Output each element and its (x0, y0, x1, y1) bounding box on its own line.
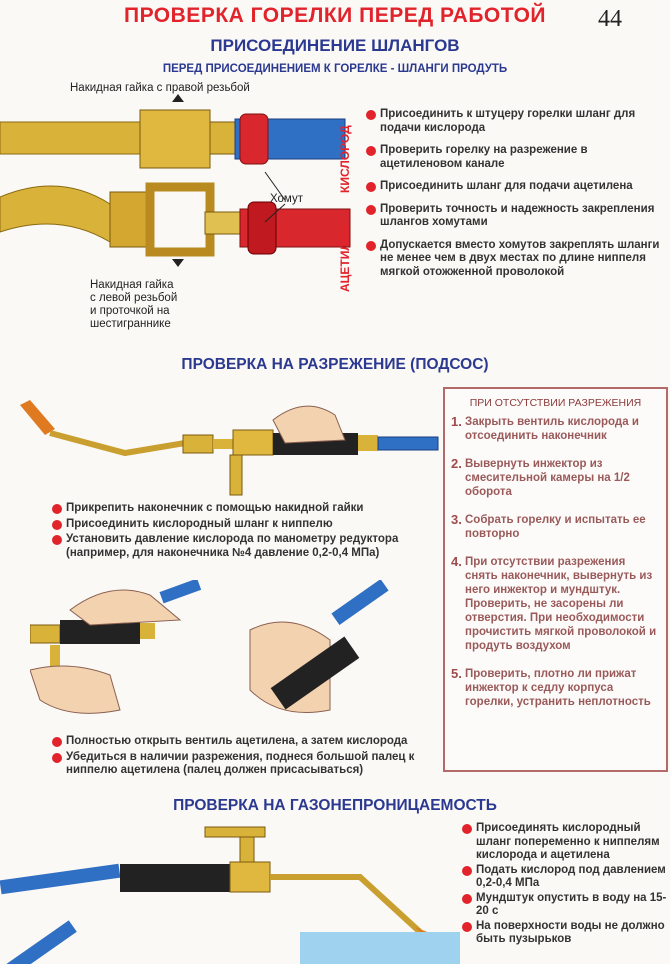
step-number: 5. (451, 666, 462, 681)
bullet-text: Мундштук опустить в воду на 15-20 с (476, 891, 667, 918)
bullet-item: Допускается вместо хомутов закреплять шл… (366, 239, 668, 280)
bullet-item: Присоединить кислородный шланг к ниппелю (52, 518, 442, 532)
bullet-item: Мундштук опустить в воду на 15-20 с (462, 892, 670, 919)
bullet-text: Полностью открыть вентиль ацетилена, а з… (66, 735, 408, 747)
box-step: 4.При отсутствии разрежения снять наконе… (451, 555, 660, 653)
bullet-icon (366, 146, 376, 156)
bullet-icon (52, 737, 62, 747)
bullet-item: Присоединить шланг для подачи ацетилена (366, 180, 668, 194)
page-title: ПРОВЕРКА ГОРЕЛКИ ПЕРЕД РАБОТОЙ (123, 4, 546, 27)
left-thread-nut (145, 182, 215, 257)
label-acetylene: АЦЕТИЛЕН (338, 225, 352, 292)
box-step: 5.Проверить, плотно ли прижат инжектор к… (451, 667, 660, 709)
right-thread-nut (139, 109, 211, 169)
step-text: Закрыть вентиль кислорода и отсоединить … (465, 416, 639, 442)
bullet-text: Проверить горелку на разрежение в ацетил… (380, 144, 588, 170)
bullet-item: Присоединять кислородный шланг поперемен… (462, 822, 670, 863)
bullet-icon (462, 865, 472, 876)
bullet-icon (366, 240, 376, 251)
bullet-item: Присоединить к штуцеру горелки шланг для… (366, 108, 668, 135)
label-line: и проточкой на (90, 305, 170, 317)
box-step: 1.Закрыть вентиль кислорода и отсоединит… (451, 415, 660, 443)
bullet-text: Установить давление кислорода по маномет… (66, 533, 399, 559)
box-step: 3.Собрать горелку и испытать ее повторно (451, 513, 660, 541)
hose (0, 863, 121, 895)
section1-bullets: Присоединить к штуцеру горелки шланг для… (366, 108, 668, 288)
section2-bullets-b: Полностью открыть вентиль ацетилена, а з… (52, 735, 442, 780)
bullet-icon (52, 535, 62, 545)
step-number: 2. (451, 456, 462, 471)
bullet-icon (462, 893, 472, 904)
torch-tube-lower (0, 185, 111, 243)
bullet-text: Проверить точность и надежность закрепле… (380, 202, 655, 229)
bullet-icon (366, 110, 376, 120)
bullet-item: Подать кислород под давлением 0,2-0,4 МП… (462, 864, 670, 891)
bullet-item: На поверхности воды не должно быть пузыр… (462, 920, 670, 947)
bullet-item: Прикрепить наконечник с помощью накидной… (52, 502, 442, 516)
no-vacuum-box: ПРИ ОТСУТСТВИИ РАЗРЕЖЕНИЯ 1.Закрыть вент… (443, 387, 668, 772)
bullet-item: Полностью открыть вентиль ацетилена, а з… (52, 735, 442, 749)
page-number: 44 (598, 6, 622, 32)
bullet-text: Присоединить шланг для подачи ацетилена (380, 180, 633, 192)
bullet-text: Подать кислород под давлением 0,2-0,4 МП… (476, 863, 666, 890)
label-oxygen: КИСЛОРОД (338, 125, 352, 193)
hand (69, 589, 182, 626)
label-left-nut: Накидная гайка с левой резьбой и проточк… (90, 279, 177, 331)
label-clamp: Хомут (270, 193, 303, 205)
bullet-icon (462, 921, 472, 932)
bullet-icon (366, 182, 376, 192)
oxygen-hose (377, 436, 439, 451)
bullet-icon (366, 204, 376, 215)
bullet-icon (52, 504, 62, 514)
section2-title: ПРОВЕРКА НА РАЗРЕЖЕНИЕ (ПОДСОС) (181, 356, 489, 373)
section1-title: ПРИСОЕДИНЕНИЕ ШЛАНГОВ (210, 36, 460, 55)
water (300, 932, 460, 964)
step-number: 4. (451, 554, 462, 569)
step-text: Вывернуть инжектор из смесительной камер… (465, 458, 630, 498)
bullet-text: Убедиться в наличии разрежения, поднеся … (66, 750, 415, 777)
clamp-lower (247, 201, 277, 255)
section3-title: ПРОВЕРКА НА ГАЗОНЕПРОНИЦАЕМОСТЬ (173, 797, 497, 814)
step-number: 1. (451, 414, 462, 429)
clamp-upper (239, 113, 269, 165)
bullet-text: Присоединить к штуцеру горелки шланг для… (380, 108, 636, 134)
bullet-item: Убедиться в наличии разрежения, поднеся … (52, 751, 442, 778)
torch-vacuum-illustration (20, 400, 439, 496)
label-right-nut: Накидная гайка с правой резьбой (70, 82, 250, 94)
bullet-text: Допускается вместо хомутов закреплять шл… (380, 238, 660, 278)
bullet-item: Установить давление кислорода по маномет… (52, 533, 442, 560)
step-number: 3. (451, 512, 462, 527)
section1-subtitle: ПЕРЕД ПРИСОЕДИНЕНИЕМ К ГОРЕЛКЕ - ШЛАНГИ … (162, 63, 508, 75)
bullet-item: Проверить горелку на разрежение в ацетил… (366, 144, 668, 171)
bullet-text: Прикрепить наконечник с помощью накидной… (66, 502, 364, 514)
bullet-icon (52, 752, 62, 763)
torch-tube-upper (0, 121, 141, 155)
bullet-text: Присоединять кислородный шланг поперемен… (476, 822, 660, 861)
box-title: ПРИ ОТСУТСТВИИ РАЗРЕЖЕНИЯ (469, 397, 642, 409)
box-step: 2.Вывернуть инжектор из смесительной кам… (451, 457, 660, 499)
step-text: При отсутствии разрежения снять наконечн… (465, 556, 657, 652)
step-text: Проверить, плотно ли прижат инжектор к с… (465, 668, 651, 708)
label-line: шестиграннике (90, 318, 171, 330)
bullet-icon (52, 519, 62, 530)
hose-connection-illustration (0, 94, 351, 267)
section3-bullets: Присоединять кислородный шланг поперемен… (462, 822, 670, 948)
bullet-text: Присоединить кислородный шланг к ниппелю (66, 517, 333, 530)
hands-check-illustration (30, 580, 389, 714)
label-line: с левой резьбой (90, 292, 178, 304)
bullet-text: На поверхности воды не должно быть пузыр… (476, 919, 665, 946)
bullet-icon (462, 824, 472, 834)
arrow-icon (172, 94, 184, 102)
hand (272, 405, 346, 444)
label-line: Накидная гайка (90, 279, 174, 291)
torch-handle (120, 864, 230, 892)
bullet-item: Проверить точность и надежность закрепле… (366, 203, 668, 230)
torch-water-test-illustration (0, 826, 460, 964)
hand (30, 665, 121, 714)
tip (20, 400, 55, 435)
step-text: Собрать горелку и испытать ее повторно (465, 514, 646, 540)
section2-bullets-a: Прикрепить наконечник с помощью накидной… (52, 502, 442, 562)
hose (3, 920, 77, 964)
